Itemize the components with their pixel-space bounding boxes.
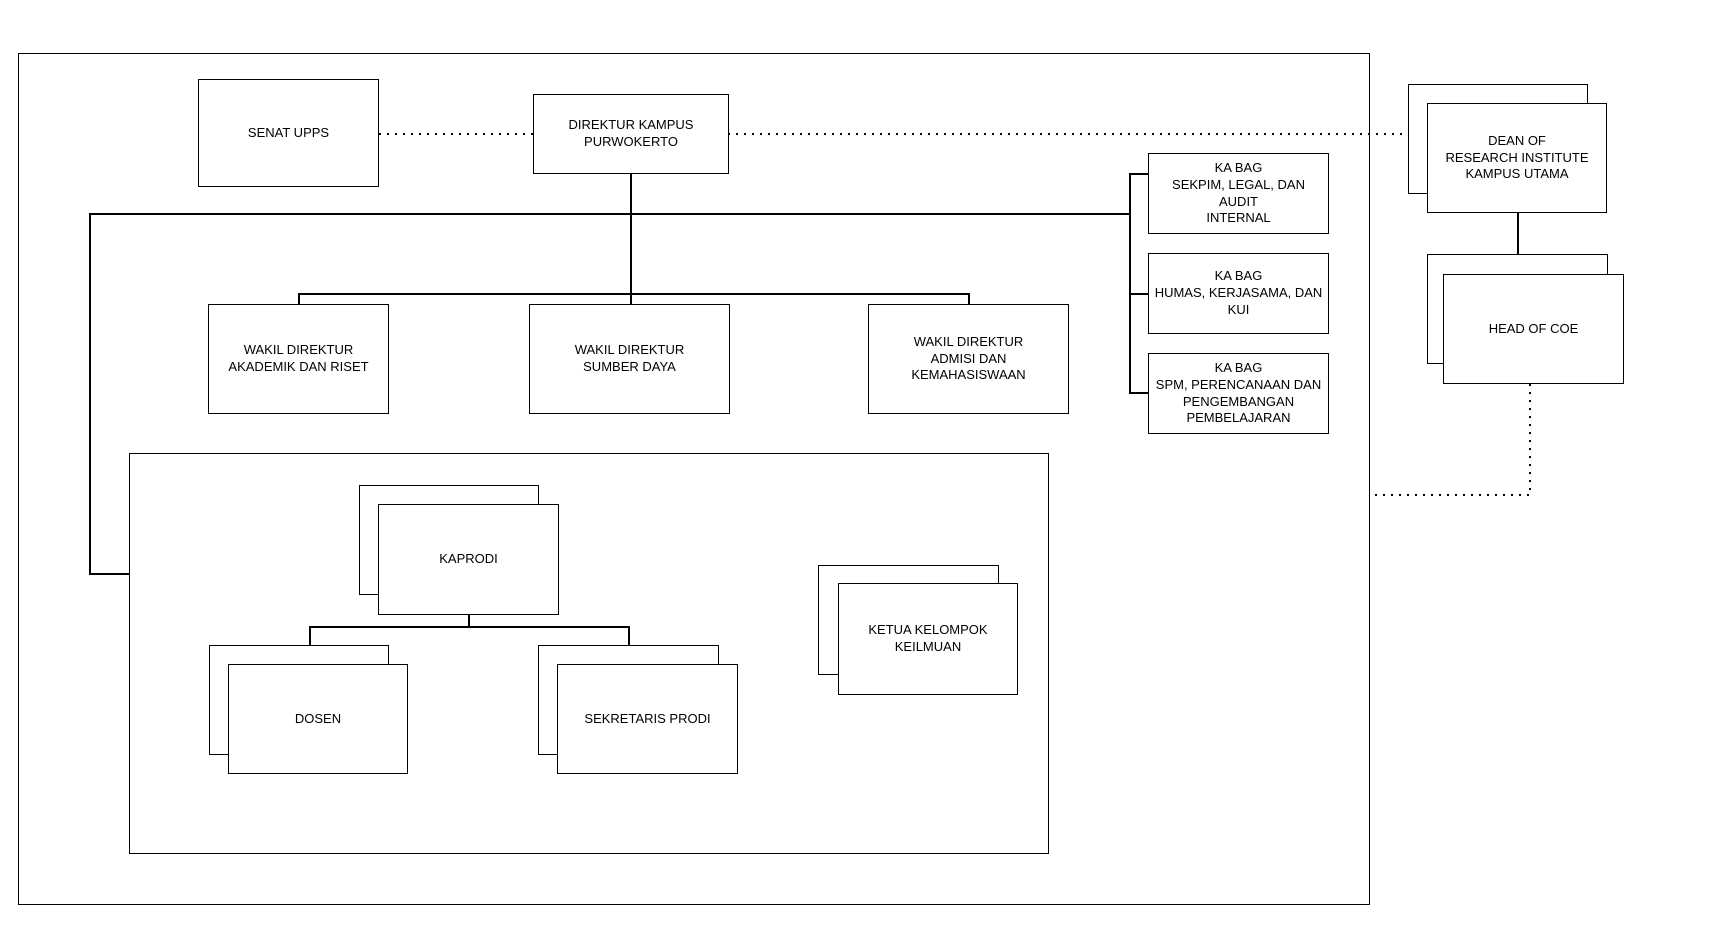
node-head-of-coe: HEAD OF COE <box>1443 274 1624 384</box>
connector-sekretaris-drop <box>628 626 630 646</box>
node-kabag-sekpim-label: KA BAG SEKPIM, LEGAL, DAN AUDIT INTERNAL <box>1172 159 1305 226</box>
connector-main-to-group <box>89 573 130 575</box>
dotted-direktur-to-dean <box>728 133 1408 135</box>
node-direktur-kampus: DIREKTUR KAMPUS PURWOKERTO <box>533 94 729 174</box>
connector-main-left-vertical <box>89 213 91 573</box>
connector-kabag-bracket <box>1129 173 1131 394</box>
connector-kabag-sekpim-stub <box>1129 173 1148 175</box>
connector-kabag-spm-stub <box>1129 392 1148 394</box>
node-dean-research-institute: DEAN OF RESEARCH INSTITUTE KAMPUS UTAMA <box>1427 103 1607 213</box>
node-wakil-direktur-admisi: WAKIL DIREKTUR ADMISI DAN KEMAHASISWAAN <box>868 304 1069 414</box>
node-sekretaris-prodi: SEKRETARIS PRODI <box>557 664 738 774</box>
node-dosen-label: DOSEN <box>294 710 342 726</box>
node-dosen: DOSEN <box>228 664 408 774</box>
outer-frame <box>18 53 1370 905</box>
node-wakil-direktur-admisi-label: WAKIL DIREKTUR ADMISI DAN KEMAHASISWAAN <box>911 333 1026 383</box>
connector-dosen-drop <box>309 626 311 646</box>
connector-wakil-split <box>298 293 969 295</box>
node-ketua-kelompok-keilmuan-label: KETUA KELOMPOK KEILMUAN <box>868 622 988 654</box>
dotted-headcoe-to-frame <box>1375 494 1530 496</box>
connector-dean-to-head <box>1517 213 1519 254</box>
node-wakil-direktur-sumber-daya-label: WAKIL DIREKTUR SUMBER DAYA <box>574 342 685 374</box>
node-kabag-spm: KA BAG SPM, PERENCANAAN DAN PENGEMBANGAN… <box>1148 353 1329 434</box>
node-senat-upps: SENAT UPPS <box>198 79 379 187</box>
dotted-senat-to-direktur <box>379 133 533 135</box>
connector-wakil-akademik-drop <box>298 293 300 305</box>
dotted-headcoe-vertical <box>1529 384 1531 495</box>
prodi-group-frame <box>129 453 1049 854</box>
node-kabag-spm-label: KA BAG SPM, PERENCANAAN DAN PENGEMBANGAN… <box>1155 359 1322 426</box>
connector-kabag-humas-stub <box>1129 293 1148 295</box>
node-head-of-coe-label: HEAD OF COE <box>1488 320 1579 336</box>
node-direktur-kampus-label: DIREKTUR KAMPUS PURWOKERTO <box>568 117 694 149</box>
connector-wakil-admisi-drop <box>968 293 970 305</box>
node-wakil-direktur-akademik: WAKIL DIREKTUR AKADEMIK DAN RISET <box>208 304 389 414</box>
node-senat-upps-label: SENAT UPPS <box>247 124 330 140</box>
node-kabag-humas-label: KA BAG HUMAS, KERJASAMA, DAN KUI <box>1154 268 1323 317</box>
node-kabag-sekpim: KA BAG SEKPIM, LEGAL, DAN AUDIT INTERNAL <box>1148 153 1329 234</box>
connector-main-horizontal <box>89 213 1130 215</box>
node-kaprodi: KAPRODI <box>378 504 559 615</box>
node-ketua-kelompok-keilmuan: KETUA KELOMPOK KEILMUAN <box>838 583 1018 695</box>
node-wakil-direktur-sumber-daya: WAKIL DIREKTUR SUMBER DAYA <box>529 304 730 414</box>
node-kabag-humas: KA BAG HUMAS, KERJASAMA, DAN KUI <box>1148 253 1329 334</box>
node-kaprodi-label: KAPRODI <box>439 551 498 567</box>
connector-direktur-down <box>630 173 632 305</box>
node-sekretaris-prodi-label: SEKRETARIS PRODI <box>584 710 711 726</box>
node-dean-research-institute-label: DEAN OF RESEARCH INSTITUTE KAMPUS UTAMA <box>1445 132 1589 182</box>
connector-kaprodi-down <box>468 615 470 627</box>
connector-kaprodi-split <box>309 626 629 628</box>
node-wakil-direktur-akademik-label: WAKIL DIREKTUR AKADEMIK DAN RISET <box>228 342 369 374</box>
